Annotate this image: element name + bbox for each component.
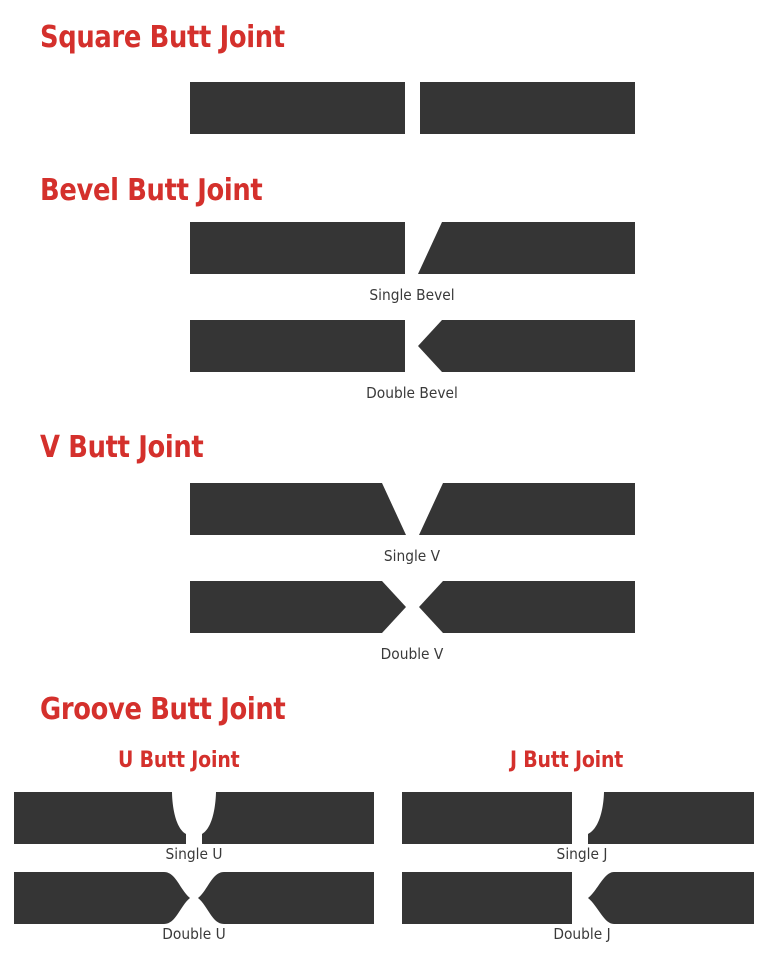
- diagram-single-u: [14, 792, 374, 844]
- diagram-single-j: [402, 792, 754, 844]
- single-bevel-plate-right: [418, 222, 635, 274]
- double-bevel-plate-right: [418, 320, 635, 372]
- caption-single-v: Single V: [383, 547, 441, 565]
- diagram-square-butt-joint: [190, 82, 635, 134]
- caption-single-u: Single U: [165, 845, 223, 863]
- diagram-single-v: [190, 483, 635, 535]
- diagram-double-u: [14, 872, 374, 924]
- double-u-plate-right: [198, 872, 374, 924]
- caption-double-v: Double V: [380, 645, 444, 663]
- section-title-square-butt-joint: Square Butt Joint: [40, 20, 285, 55]
- single-u-plate-left: [14, 792, 186, 844]
- caption-double-j: Double J: [553, 925, 611, 943]
- diagram-double-bevel: [190, 320, 635, 372]
- subsection-title-j-butt-joint: J Butt Joint: [510, 748, 624, 773]
- section-title-bevel-butt-joint: Bevel Butt Joint: [40, 173, 263, 208]
- subsection-title-u-butt-joint: U Butt Joint: [118, 748, 240, 773]
- caption-double-bevel: Double Bevel: [366, 384, 458, 402]
- diagram-double-v: [190, 581, 635, 633]
- square-plate-left: [402, 792, 572, 844]
- section-title-groove-butt-joint: Groove Butt Joint: [40, 692, 286, 727]
- square-plate-left: [190, 320, 405, 372]
- square-plate-left: [190, 222, 405, 274]
- single-v-plate-right: [419, 483, 635, 535]
- diagram-single-bevel: [190, 222, 635, 274]
- single-v-plate-left: [190, 483, 406, 535]
- section-title-v-butt-joint: V Butt Joint: [40, 430, 204, 465]
- square-plate-left: [190, 82, 405, 134]
- square-plate-right: [420, 82, 635, 134]
- single-j-plate-right: [588, 792, 754, 844]
- diagram-double-j: [402, 872, 754, 924]
- double-v-plate-right: [419, 581, 635, 633]
- double-v-plate-left: [190, 581, 406, 633]
- double-j-plate-right: [588, 872, 754, 924]
- caption-single-bevel: Single Bevel: [369, 286, 455, 304]
- square-plate-left: [402, 872, 572, 924]
- caption-single-j: Single J: [556, 845, 608, 863]
- double-u-plate-left: [14, 872, 190, 924]
- single-u-plate-right: [202, 792, 374, 844]
- caption-double-u: Double U: [162, 925, 226, 943]
